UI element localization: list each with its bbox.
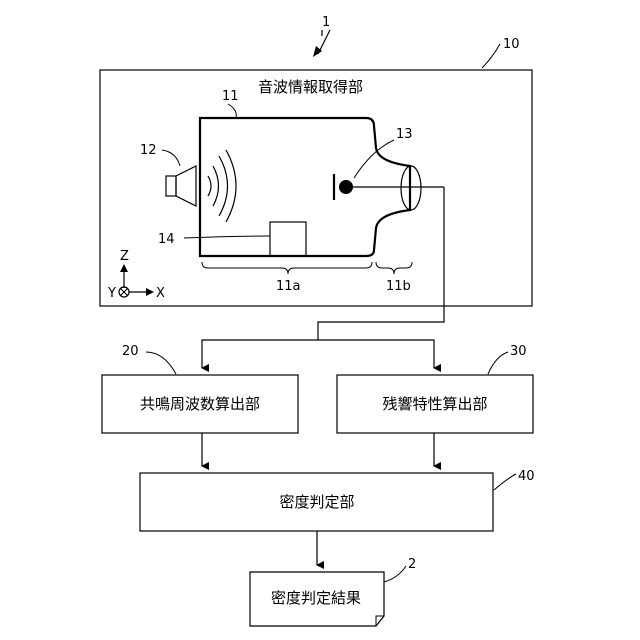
- resonance-calc-label: 共鳴周波数算出部: [140, 395, 260, 413]
- ref-acquisition-leader: [482, 44, 500, 68]
- ref-reverb: 30: [510, 344, 527, 359]
- ref-microphone: 13: [396, 127, 413, 142]
- axis-y-label: Y: [107, 286, 116, 301]
- ref-density: 40: [518, 469, 535, 484]
- ref-result: 2: [408, 557, 416, 572]
- microphone-icon: [339, 180, 353, 194]
- ref-density-leader: [494, 474, 516, 490]
- signal-line-to-reverb: [318, 340, 434, 368]
- axis-z-label: Z: [120, 249, 129, 264]
- ref-system: 1: [322, 15, 330, 30]
- result-document-label: 密度判定結果: [271, 589, 361, 607]
- ref-region-a: 11a: [276, 279, 301, 294]
- ref-resonance: 20: [122, 344, 139, 359]
- ref-result-leader: [384, 566, 406, 582]
- ref-sample: 14: [158, 232, 175, 247]
- ref-speaker: 12: [140, 143, 157, 158]
- ref-acquisition: 10: [503, 37, 520, 52]
- density-judge-label: 密度判定部: [279, 493, 354, 511]
- ref-region-b: 11b: [386, 279, 411, 294]
- ref-container: 11: [222, 89, 239, 104]
- ref-resonance-leader: [146, 352, 176, 374]
- axis-x-label: X: [156, 286, 165, 301]
- acquisition-unit-label: 音波情報取得部: [258, 78, 363, 96]
- ref-reverb-leader: [488, 352, 508, 374]
- acquisition-unit-box: [100, 70, 532, 306]
- reverb-calc-label: 残響特性算出部: [382, 395, 487, 413]
